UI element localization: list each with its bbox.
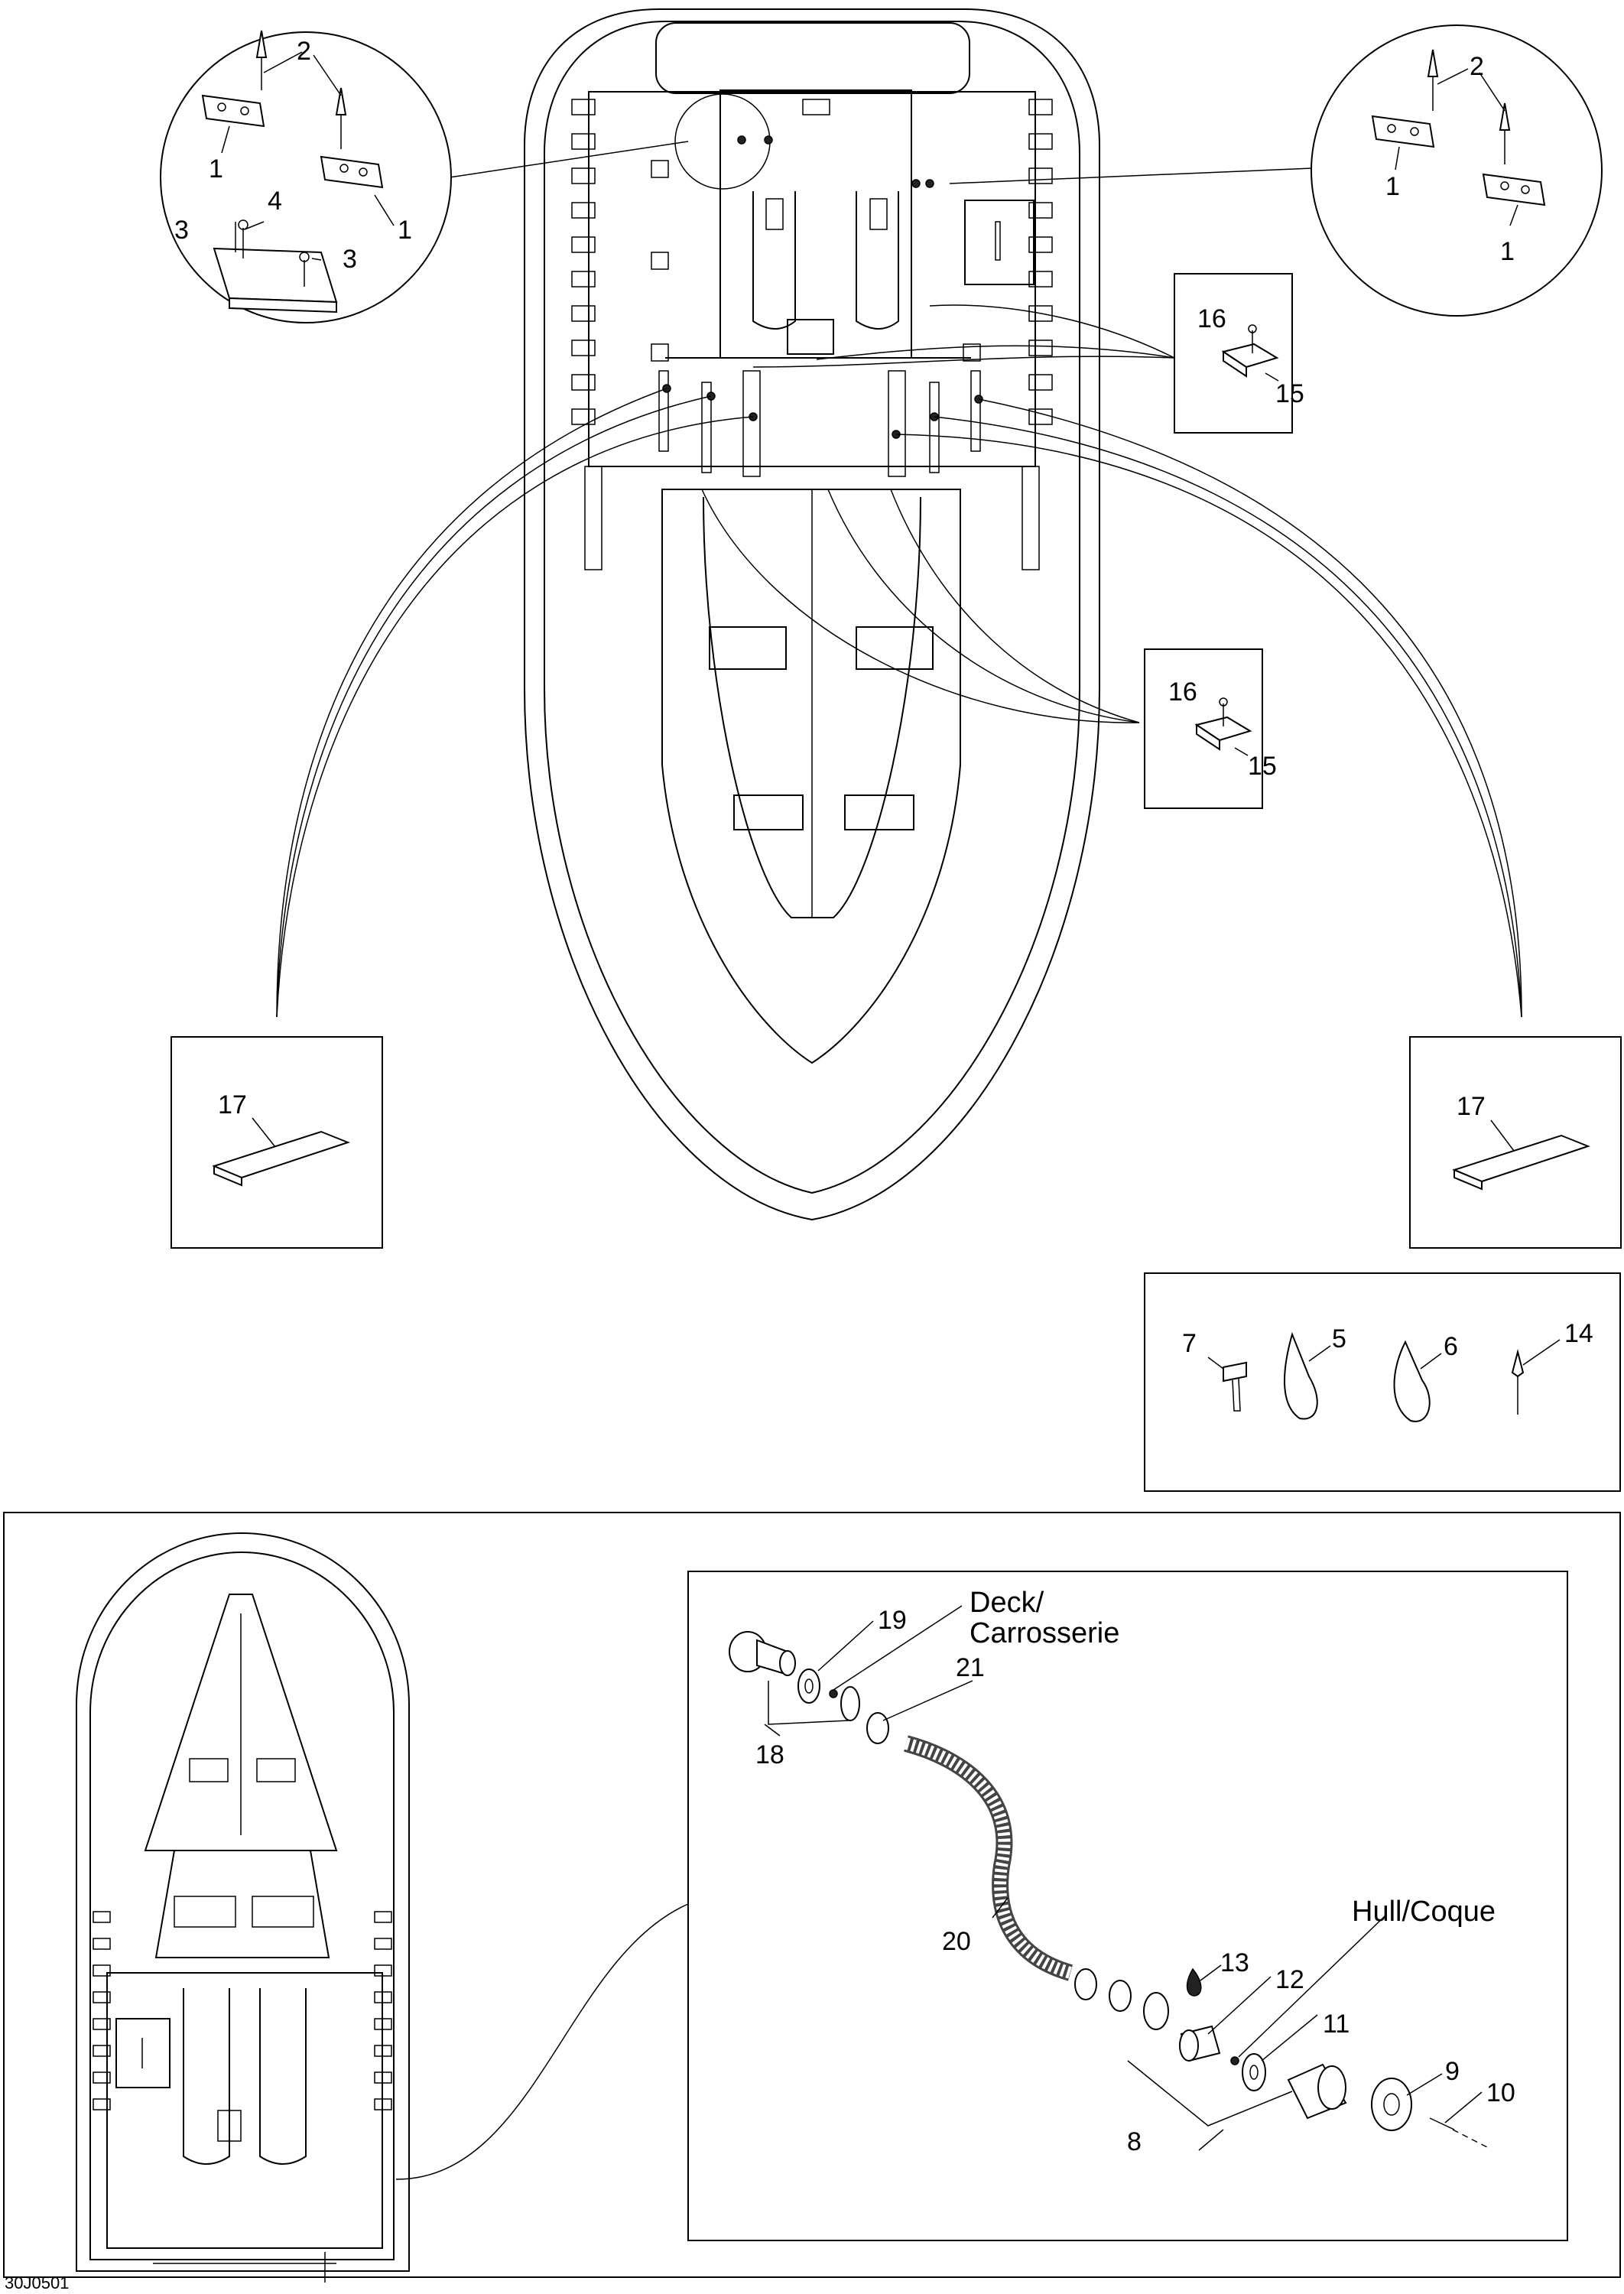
bottom-section-frame <box>3 1512 1621 2278</box>
fasteners-box: 7 5 6 14 <box>1144 1272 1621 1492</box>
callout-label: 4 <box>268 187 282 216</box>
callout-label: 21 <box>956 1653 985 1682</box>
bracket-part <box>201 94 265 128</box>
connector-line <box>395 1903 689 2180</box>
callout-label: 10 <box>1486 2078 1515 2107</box>
hull-caption: Hull/Coque <box>1352 1896 1496 1928</box>
callout-label: 15 <box>1275 379 1304 408</box>
callout-label: 2 <box>1470 52 1484 81</box>
callout-label: 17 <box>218 1090 247 1119</box>
callout-label: 1 <box>1385 172 1400 201</box>
callout-label: 7 <box>1182 1329 1197 1358</box>
callout-label: 19 <box>878 1606 907 1635</box>
leader-lines <box>276 141 1522 1018</box>
callout-label: 17 <box>1457 1092 1486 1121</box>
callout-label: 14 <box>1564 1319 1593 1348</box>
upper-hull-drawing <box>524 8 1100 1221</box>
callout-label: 9 <box>1445 2057 1460 2086</box>
callout-label: 18 <box>755 1740 784 1769</box>
bracket-part <box>1371 115 1435 148</box>
cable-tie-part <box>1284 1331 1318 1420</box>
callout-label: 13 <box>1220 1948 1249 1977</box>
callout-label: 3 <box>343 245 357 274</box>
callout-label: 12 <box>1275 1965 1304 1994</box>
callout-label: 1 <box>398 216 412 245</box>
lower-hull-drawing <box>76 1532 410 2283</box>
bracket-part <box>320 155 384 189</box>
bracket-part <box>1482 173 1546 206</box>
callout-label: 1 <box>1500 237 1515 266</box>
figure-reference: 30J0501 <box>5 2273 69 2292</box>
callout-label: 16 <box>1168 677 1197 707</box>
callout-label: 15 <box>1248 752 1277 781</box>
detail-box-17-left: 17 <box>171 1036 383 1249</box>
screw-part <box>1223 1361 1247 1383</box>
callout-label: 1 <box>209 154 223 184</box>
cable-tie-part <box>1393 1340 1431 1422</box>
detail-box-lower: 16 15 <box>1144 648 1277 809</box>
callout-label: 2 <box>297 37 311 66</box>
detail-box-upper: 16 15 <box>1174 273 1304 434</box>
callout-label: 3 <box>174 216 189 245</box>
callout-label: 8 <box>1127 2127 1142 2156</box>
callout-label: 20 <box>942 1927 971 1956</box>
detail-box-17-right: 17 <box>1409 1036 1622 1249</box>
callout-label: 6 <box>1444 1332 1458 1361</box>
sealant-drop-icon <box>1186 1967 1202 1997</box>
deck-caption: Carrosserie <box>970 1617 1119 1649</box>
wood-block-part <box>213 247 338 304</box>
deck-caption: Deck/ <box>970 1587 1044 1619</box>
zoom-circle-left: 2 1 1 4 3 3 <box>160 30 452 323</box>
callout-label: 5 <box>1332 1324 1346 1353</box>
vent-hose-detail: 19 21 18 20 13 12 11 9 10 8 Deck/ Carros… <box>687 1571 1568 2241</box>
callout-label: 11 <box>1323 2010 1350 2039</box>
zoom-circle-right: 2 1 1 <box>1311 24 1603 317</box>
callout-label: 16 <box>1197 304 1226 333</box>
